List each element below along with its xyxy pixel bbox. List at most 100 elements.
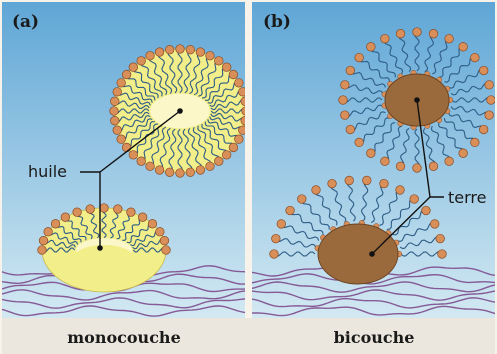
surfactant-head [445, 34, 454, 43]
surfactant-head [229, 70, 238, 79]
surfactant-head [73, 208, 82, 217]
surfactant-head [341, 81, 350, 90]
surfactant-head [242, 107, 251, 116]
oil-pointer-dot-lower [97, 245, 103, 251]
surfactant-head [156, 227, 165, 236]
surfactant-head [381, 34, 390, 43]
surfactant-head [111, 97, 120, 106]
surfactant-head [380, 179, 389, 188]
surfactant-head [238, 126, 247, 135]
oil-label: huile [28, 162, 67, 181]
surfactant-head [445, 157, 454, 166]
surfactant-head [39, 236, 48, 245]
surfactant-head [241, 116, 250, 125]
soil-pointer-dot-lower [369, 251, 375, 257]
surfactant-head [341, 111, 350, 120]
panel-letter-a: (a) [12, 12, 39, 32]
surfactant-head [122, 143, 131, 152]
surfactant-head [270, 250, 279, 259]
surfactant-head [485, 111, 494, 120]
surfactant-head [479, 125, 488, 134]
surfactant-head [362, 176, 371, 185]
surfactant-head [471, 138, 480, 147]
surfactant-head [137, 157, 146, 166]
surfactant-head [160, 236, 169, 245]
surfactant-head [339, 96, 348, 105]
surfactant-head [346, 66, 355, 75]
surfactant-head [429, 29, 438, 38]
surfactant-head [422, 206, 431, 215]
surfactant-head [471, 53, 480, 62]
caption-bilayer: bicouche [334, 328, 415, 347]
surfactant-head [487, 96, 496, 105]
surfactant-head [277, 220, 286, 229]
surfactant-head [238, 88, 247, 97]
surfactant-head [438, 250, 447, 259]
surfactant-head [485, 81, 494, 90]
surfactant-head [396, 29, 405, 38]
surfactant-head [206, 162, 215, 171]
surfactant-head [214, 157, 223, 166]
caption-monolayer: monocouche [67, 328, 181, 347]
surfactant-head [479, 66, 488, 75]
surfactant-head [297, 195, 306, 204]
surfactant-head [129, 151, 138, 160]
surfactant-head [345, 176, 354, 185]
surfactant-head [196, 166, 205, 175]
surfactant-head [110, 107, 119, 116]
panel-bilayer: (b) terre [250, 2, 497, 318]
surfactant-head [410, 195, 419, 204]
oil-pointer-dot-upper [177, 108, 183, 114]
soil-label: terre [448, 188, 486, 207]
surfactant-head [38, 246, 47, 255]
surfactant-head [186, 45, 195, 54]
surfactant-head [286, 206, 295, 215]
surfactant-head [214, 57, 223, 66]
surfactant-head [137, 57, 146, 66]
oil-on-fabric [74, 245, 134, 271]
surfactant-head [176, 169, 185, 178]
surfactant-head [459, 43, 468, 52]
surfactant-head [196, 48, 205, 57]
surfactant-head [148, 220, 157, 229]
surfactant-head [396, 162, 405, 171]
surfactant-head [155, 166, 164, 175]
surfactant-head [235, 79, 244, 88]
surfactant-head [241, 97, 250, 106]
surfactant-head [222, 63, 231, 72]
surfactant-head [127, 208, 136, 217]
surfactant-head [155, 48, 164, 57]
soil-particle [318, 224, 398, 284]
surfactant-head [367, 43, 376, 52]
panel-letter-b: (b) [263, 12, 291, 32]
surfactant-head [165, 45, 174, 54]
surfactant-head [328, 179, 337, 188]
surfactant-head [146, 162, 155, 171]
surfactant-head [165, 168, 174, 177]
surfactant-head [146, 51, 155, 60]
surfactant-head [272, 234, 281, 243]
surfactant-head [222, 151, 231, 160]
surfactant-head [100, 204, 109, 213]
surfactant-head [44, 227, 53, 236]
surfactant-head [413, 164, 422, 173]
surfactant-head [129, 63, 138, 72]
surfactant-head [111, 116, 120, 125]
surfactant-head [117, 79, 126, 88]
soil-pointer-dot-upper [414, 97, 420, 103]
surfactant-head [86, 205, 95, 214]
surfactant-head [162, 246, 171, 255]
surfactant-head [61, 213, 70, 222]
surfactant-head [51, 220, 60, 229]
surfactant-head [367, 149, 376, 158]
surfactant-head [429, 162, 438, 171]
surfactant-head [413, 28, 422, 37]
surfactant-head [113, 205, 122, 214]
surfactant-head [117, 135, 126, 144]
surfactant-head [396, 186, 405, 195]
surfactant-head [346, 125, 355, 134]
surfactant-head [113, 88, 122, 97]
panel-monolayer: (a) huile [0, 2, 250, 318]
surfactant-head [138, 213, 147, 222]
